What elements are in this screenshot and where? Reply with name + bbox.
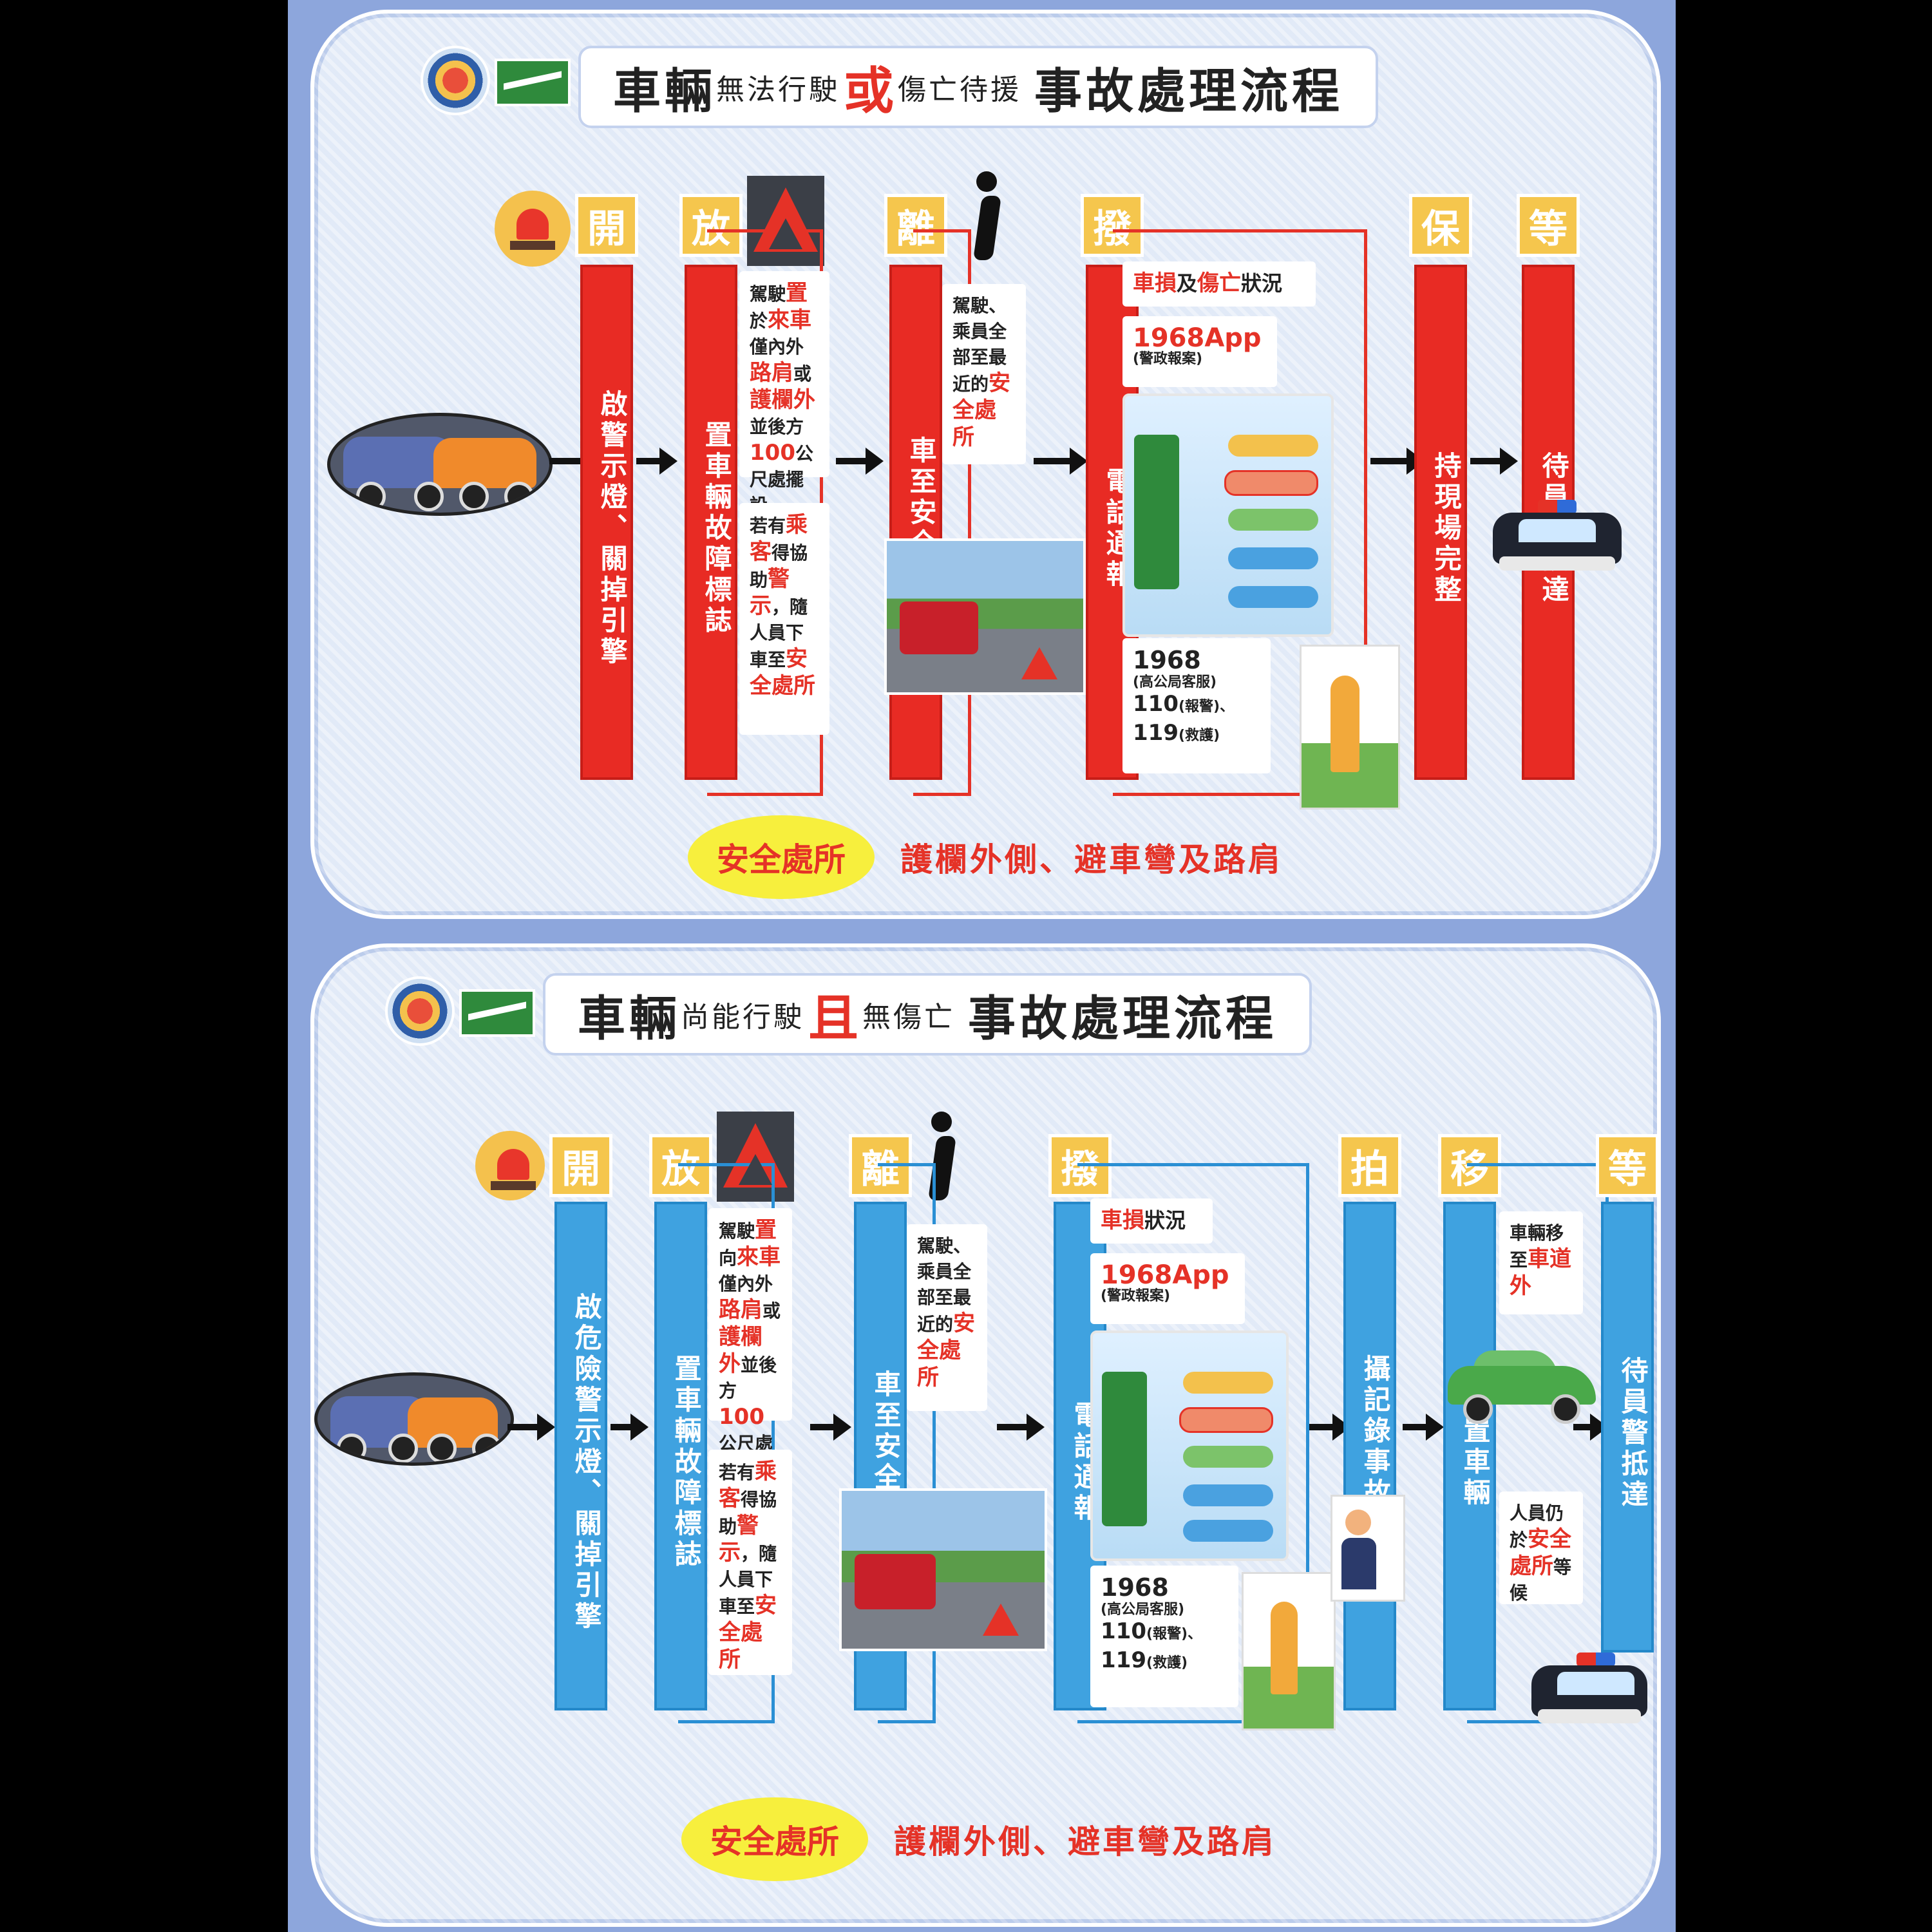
poster: 車輛 無法行駛 或 傷亡待援 事故處理流程 開 啟警示燈、關掉引擎 放 置車輛故… bbox=[288, 0, 1676, 1932]
step-head-5: 保 bbox=[1409, 194, 1472, 257]
step-bar-5: 持現場完整 bbox=[1414, 265, 1467, 780]
title-part: 車輛 bbox=[578, 990, 681, 1046]
report-card: 車損及傷亡狀況 bbox=[1122, 261, 1316, 307]
instruction-card: 駕駛置於來車僅內外路肩或護欄外並後方100公尺處擺設 bbox=[739, 271, 829, 516]
step-head-7: 等 bbox=[1596, 1134, 1657, 1197]
crashed-cars-icon bbox=[314, 1372, 514, 1466]
title-highlight: 或 bbox=[844, 62, 895, 120]
flow-arrow bbox=[1370, 448, 1425, 475]
phone-call-people-image bbox=[1242, 1572, 1336, 1730]
app-card: 1968App (警政報案) bbox=[1090, 1253, 1245, 1324]
siren-icon bbox=[475, 1131, 545, 1200]
safe-place-label: 安全處所 bbox=[681, 1797, 868, 1881]
title-part: 尚能行駛 bbox=[681, 1001, 804, 1034]
photographer-icon bbox=[1331, 1495, 1405, 1602]
flow-arrow bbox=[1309, 1414, 1350, 1441]
step-head-5: 拍 bbox=[1338, 1134, 1401, 1197]
step-head-1: 開 bbox=[549, 1134, 612, 1197]
hotline-card: 1968 (高公局客服) 110(報警)、 119(救護) bbox=[1122, 638, 1271, 773]
step-frame bbox=[1077, 1163, 1309, 1723]
step-bar-2: 置車輛故障標誌 bbox=[654, 1202, 707, 1710]
step-head-3: 離 bbox=[884, 194, 947, 257]
flow-arrow bbox=[507, 1414, 555, 1441]
highway-logo-icon bbox=[495, 59, 571, 106]
step-frame bbox=[1113, 229, 1367, 796]
step-frame bbox=[913, 229, 971, 796]
step-head-4: 撥 bbox=[1081, 194, 1144, 257]
flow-arrow bbox=[1573, 1414, 1608, 1441]
walking-person-icon bbox=[920, 1112, 965, 1208]
moved-car-icon bbox=[1448, 1347, 1596, 1424]
police-logo-icon bbox=[421, 46, 490, 115]
roadside-scene-image bbox=[884, 538, 1086, 695]
warning-triangle-icon bbox=[717, 1112, 794, 1202]
title-part: 無傷亡 bbox=[862, 1001, 956, 1034]
app-screenshot-image bbox=[1122, 393, 1334, 637]
step-bar-1: 啟危險警示燈、關掉引擎 bbox=[554, 1202, 607, 1710]
instruction-card: 人員仍於安全處所等候 bbox=[1499, 1492, 1583, 1604]
safe-place-note: 安全處所 護欄外側、避車彎及路肩 bbox=[688, 815, 1283, 899]
step-bar-5: 攝記錄事故現場 bbox=[1343, 1202, 1396, 1710]
step-head-6: 等 bbox=[1517, 194, 1580, 257]
highway-logo-icon bbox=[459, 989, 535, 1037]
flow-title: 車輛 無法行駛 或 傷亡待援 事故處理流程 bbox=[578, 46, 1379, 128]
flow-arrow bbox=[810, 1414, 851, 1441]
title-part: 事故處理流程 bbox=[968, 990, 1278, 1046]
step-head-1: 開 bbox=[575, 194, 638, 257]
hotline-card: 1968 (高公局客服) 110(報警)、 119(救護) bbox=[1090, 1566, 1238, 1707]
flow-arrow bbox=[836, 448, 884, 475]
safe-place-text: 護欄外側、避車彎及路肩 bbox=[894, 1823, 1276, 1861]
siren-icon bbox=[495, 191, 571, 267]
flow-arrow bbox=[997, 1414, 1045, 1441]
step-bar-7: 待員警抵達 bbox=[1601, 1202, 1654, 1653]
instruction-card: 若有乘客得協助警示，隨人員下車至安全處所 bbox=[739, 503, 829, 735]
crashed-cars-icon bbox=[327, 413, 553, 516]
instruction-card: 駕駛、乘員全部至最近的安全處所 bbox=[942, 284, 1026, 464]
safe-place-label: 安全處所 bbox=[688, 815, 875, 899]
step-bar-1: 啟警示燈、關掉引擎 bbox=[580, 265, 633, 780]
instruction-card: 駕駛、乘員全部至最近的安全處所 bbox=[907, 1224, 987, 1411]
step-bar-3: 車至安全處所 bbox=[889, 265, 942, 780]
instruction-card: 若有乘客得協助警示，隨人員下車至安全處所 bbox=[708, 1450, 792, 1675]
app-screenshot-image bbox=[1090, 1331, 1289, 1561]
instruction-card: 車輛移至車道外 bbox=[1499, 1211, 1583, 1314]
flow-arrow bbox=[1403, 1414, 1444, 1441]
flow-panel-no-injury: 車輛 尚能行駛 且 無傷亡 事故處理流程 開 啟危險警示燈、關掉引擎 放 置車輛… bbox=[310, 943, 1661, 1927]
police-car-icon bbox=[1531, 1633, 1647, 1730]
report-card: 車損狀況 bbox=[1090, 1198, 1213, 1244]
flow-arrow bbox=[636, 448, 677, 475]
title-part: 車輛 bbox=[613, 63, 716, 119]
police-car-icon bbox=[1493, 480, 1622, 577]
title-part: 無法行駛 bbox=[716, 73, 840, 106]
step-frame bbox=[878, 1163, 936, 1723]
step-head-2: 放 bbox=[679, 194, 743, 257]
step-bar-6: 置車輛 bbox=[1443, 1202, 1496, 1710]
title-highlight: 且 bbox=[808, 990, 859, 1048]
safe-place-text: 護欄外側、避車彎及路肩 bbox=[900, 841, 1283, 878]
title-part: 傷亡待援 bbox=[898, 73, 1022, 106]
flow-arrow bbox=[611, 1414, 649, 1441]
instruction-card: 駕駛置向來車僅內外路肩或護欄外並後方100公尺處擺設 bbox=[708, 1208, 792, 1480]
flow-arrow bbox=[1470, 448, 1518, 475]
title-part: 事故處理流程 bbox=[1034, 63, 1344, 119]
flow-title: 車輛 尚能行駛 且 無傷亡 事故處理流程 bbox=[543, 973, 1312, 1056]
roadside-scene-image bbox=[839, 1488, 1047, 1651]
step-frame bbox=[678, 1163, 775, 1723]
flow-arrow bbox=[1034, 448, 1088, 475]
phone-call-people-image bbox=[1300, 645, 1400, 810]
warning-triangle-icon bbox=[747, 176, 824, 266]
flow-panel-injury: 車輛 無法行駛 或 傷亡待援 事故處理流程 開 啟警示燈、關掉引擎 放 置車輛故… bbox=[310, 10, 1661, 919]
app-card: 1968App (警政報案) bbox=[1122, 316, 1277, 387]
safe-place-note: 安全處所 護欄外側、避車彎及路肩 bbox=[681, 1797, 1276, 1881]
walking-person-icon bbox=[965, 171, 1010, 268]
step-bar-2: 置車輛故障標誌 bbox=[685, 265, 737, 780]
police-logo-icon bbox=[385, 976, 455, 1046]
